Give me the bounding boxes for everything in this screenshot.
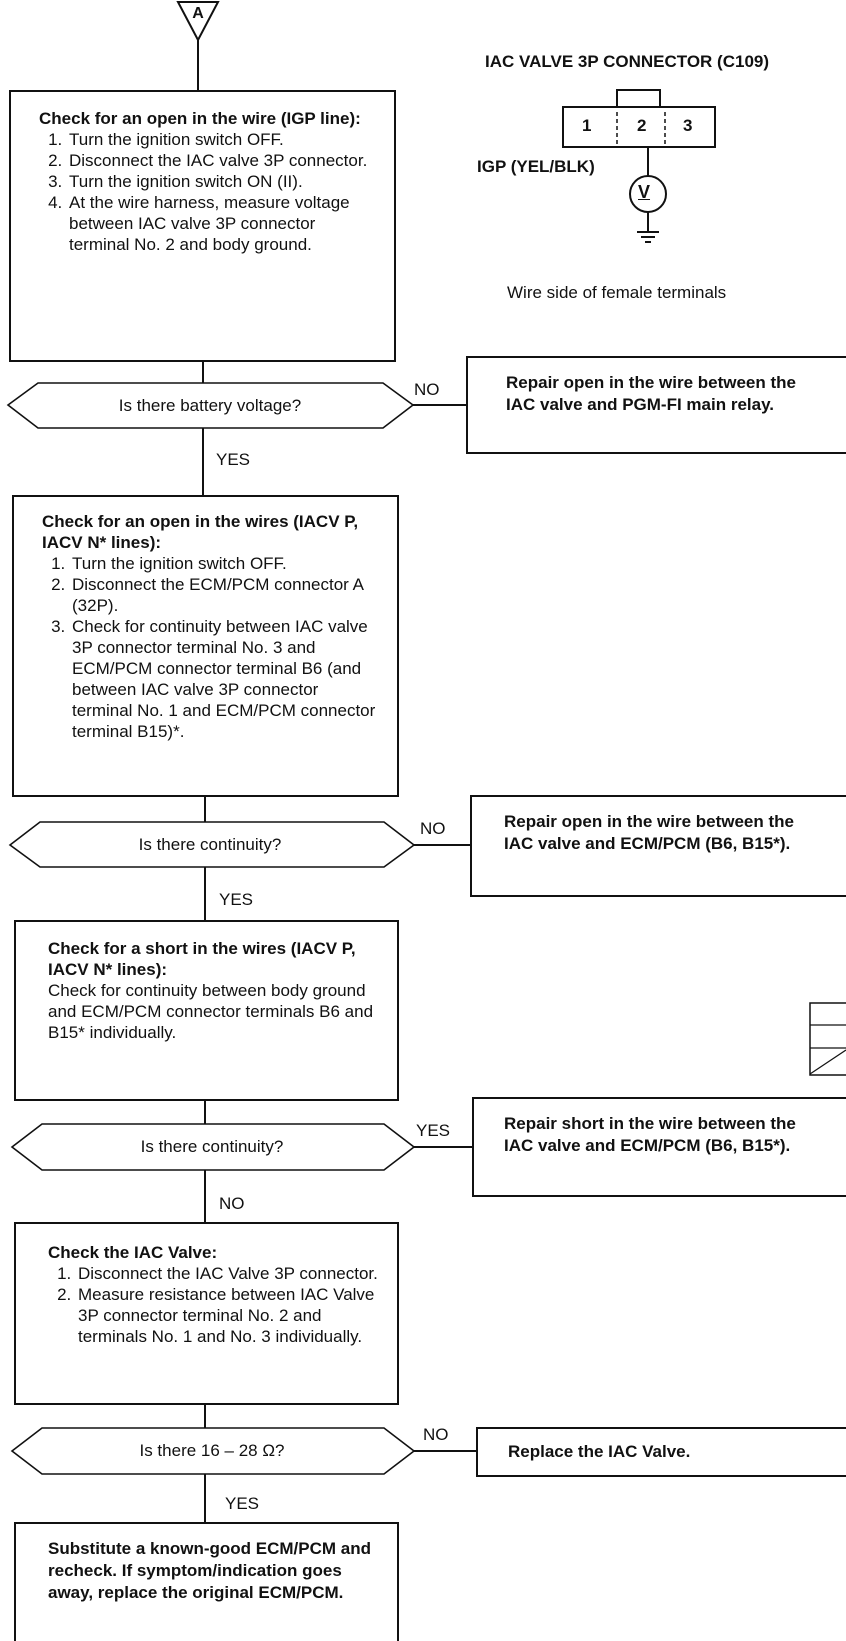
a2-box: Repair open in the wire between the IAC …: [470, 795, 846, 897]
step4-box: Check the IAC Valve: Disconnect the IAC …: [14, 1222, 399, 1405]
q1-text: Is there battery voltage?: [118, 396, 302, 415]
pin-1-label: 1: [582, 116, 592, 135]
final-text: Substitute a known-good ECM/PCM and rech…: [48, 1539, 371, 1602]
step2-item: Check for continuity between IAC valve 3…: [70, 616, 381, 742]
a1-box: Repair open in the wire between the IAC …: [466, 356, 846, 454]
step1-item: At the wire harness, measure voltage bet…: [67, 192, 376, 255]
connector-title: IAC VALVE 3P CONNECTOR (C109): [485, 52, 770, 71]
connector-diagram: [562, 89, 716, 243]
q2-side-label: NO: [420, 819, 446, 838]
voltmeter-symbol: V: [638, 182, 651, 202]
q4-side-label: NO: [423, 1425, 449, 1444]
wire-color-label: IGP (YEL/BLK): [477, 157, 595, 176]
step2-box: Check for an open in the wires (IACV P, …: [12, 495, 399, 797]
q3-side-label: YES: [416, 1121, 451, 1140]
step1-item: Turn the ignition switch OFF.: [67, 129, 376, 150]
q2-down-label: YES: [219, 890, 254, 909]
q1-down-label: YES: [216, 450, 251, 469]
step2-item: Disconnect the ECM/PCM connector A (32P)…: [70, 574, 381, 616]
q3-text: Is there continuity?: [140, 1137, 284, 1156]
step4-item: Measure resistance between IAC Valve 3P …: [76, 1284, 383, 1347]
step1-box: Check for an open in the wire (IGP line)…: [9, 90, 396, 362]
step3-body: Check for continuity between body ground…: [48, 981, 374, 1042]
step1-item: Disconnect the IAC valve 3P connector.: [67, 150, 376, 171]
step1-item: Turn the ignition switch ON (II).: [67, 171, 376, 192]
step3-title: Check for a short in the wires (IACV P, …: [48, 939, 356, 979]
final-box: Substitute a known-good ECM/PCM and rech…: [14, 1522, 399, 1641]
a3-text: Repair short in the wire between the IAC…: [504, 1114, 796, 1155]
q1-side-label: NO: [414, 380, 440, 399]
a1-text: Repair open in the wire between the IAC …: [506, 373, 796, 414]
q4-text: Is there 16 – 28 Ω?: [139, 1441, 285, 1460]
step4-item: Disconnect the IAC Valve 3P connector.: [76, 1263, 383, 1284]
step3-box: Check for a short in the wires (IACV P, …: [14, 920, 399, 1101]
step2-item: Turn the ignition switch OFF.: [70, 553, 381, 574]
edge-table-fragment: [809, 1002, 846, 1076]
step1-list: Turn the ignition switch OFF. Disconnect…: [39, 129, 376, 255]
q4-down-label: YES: [225, 1494, 260, 1513]
a3-box: Repair short in the wire between the IAC…: [472, 1097, 846, 1197]
connector-caption: Wire side of female terminals: [507, 283, 727, 302]
q3-down-label: NO: [219, 1194, 245, 1213]
step2-list: Turn the ignition switch OFF. Disconnect…: [42, 553, 381, 742]
a2-text: Repair open in the wire between the IAC …: [504, 812, 794, 853]
step2-title: Check for an open in the wires (IACV P, …: [42, 512, 359, 552]
pin-2-label: 2: [637, 116, 647, 135]
start-marker-triangle: [176, 1, 220, 43]
a4-box: Replace the IAC Valve.: [476, 1427, 846, 1477]
step4-list: Disconnect the IAC Valve 3P connector. M…: [48, 1263, 383, 1347]
step1-title: Check for an open in the wire (IGP line)…: [39, 109, 361, 128]
pin-3-label: 3: [683, 116, 693, 135]
step4-title: Check the IAC Valve:: [48, 1243, 218, 1262]
start-marker-label: A: [192, 5, 204, 22]
q2-text: Is there continuity?: [138, 835, 282, 854]
a4-text: Replace the IAC Valve.: [508, 1442, 691, 1461]
